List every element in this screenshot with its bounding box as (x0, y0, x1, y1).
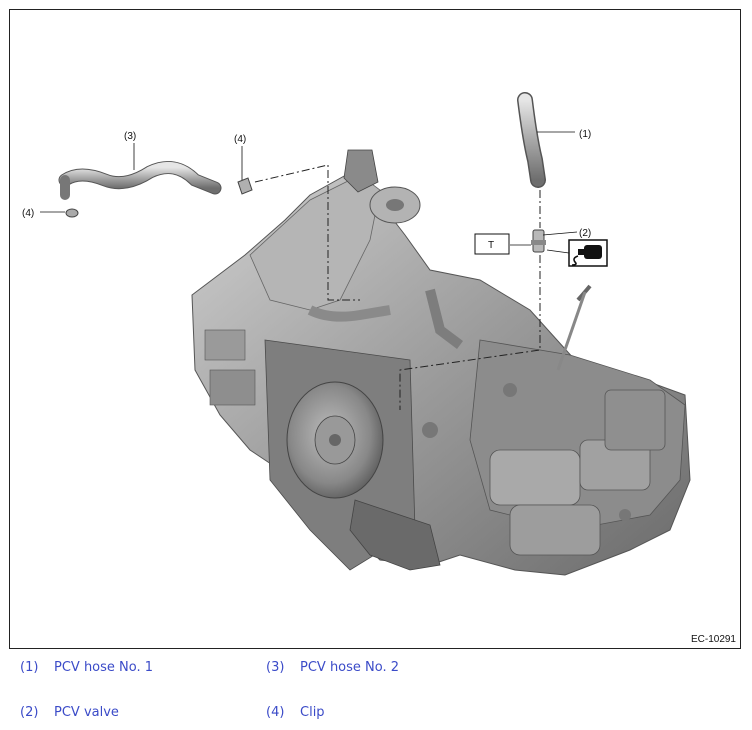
torque-label: T (488, 240, 494, 251)
figure-id: EC-10291 (690, 634, 736, 645)
legend-label: PCV hose No. 1 (54, 660, 154, 675)
pcv-hose-no1 (517, 92, 546, 188)
legend-item-pcv-valve: (2) PCV valve (20, 705, 119, 720)
legend-num: (3) (266, 660, 285, 675)
engine-assembly (191, 149, 691, 576)
leader-lines (40, 131, 578, 254)
torque-box (474, 233, 510, 255)
callout-4-left: (4) (22, 208, 34, 219)
legend: (1) PCV hose No. 1 (3) PCV hose No. 2 (2) P… (0, 652, 752, 730)
legend-label: Clip (300, 705, 325, 720)
legend-num: (2) (20, 705, 39, 720)
clip-left (65, 208, 79, 218)
legend-label: PCV valve (54, 705, 119, 720)
legend-label: PCV hose No. 2 (300, 660, 400, 675)
pcv-hose-no2 (58, 161, 222, 200)
legend-item-pcv-hose-no1: (1) PCV hose No. 1 (20, 660, 153, 675)
callout-2: (2) (579, 228, 591, 239)
legend-item-clip: (4) Clip (266, 705, 325, 720)
clip-top (237, 177, 253, 195)
sealant-tube-icon (568, 239, 608, 267)
legend-num: (4) (266, 705, 285, 720)
legend-item-pcv-hose-no2: (3) PCV hose No. 2 (266, 660, 399, 675)
pcv-valve (531, 229, 546, 253)
connection-lines (254, 164, 541, 410)
exploded-diagram: (3) (4) (4) (1) (2) T (22, 92, 691, 576)
callout-3: (3) (124, 131, 136, 142)
callout-1: (1) (579, 129, 591, 140)
legend-num: (1) (20, 660, 39, 675)
figure-frame: (3) (4) (4) (1) (2) T EC-10291 (9, 9, 741, 649)
callout-4-top: (4) (234, 134, 246, 145)
